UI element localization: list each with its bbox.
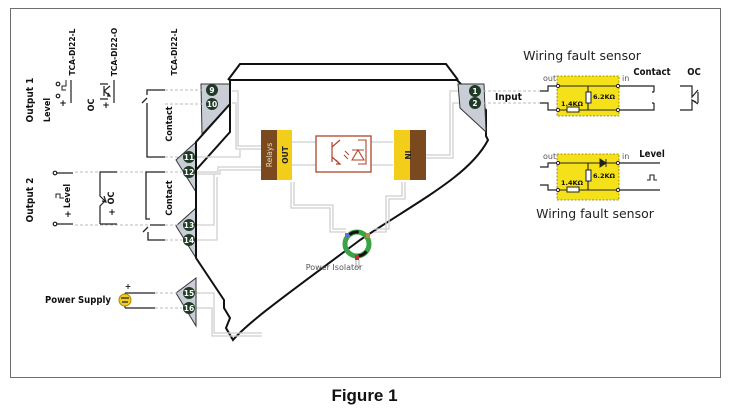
wiring-fault-sensor-bottom [540, 153, 660, 201]
figure-frame [10, 8, 721, 378]
figure-caption: Figure 1 [331, 386, 398, 405]
oc-symbol-output1 [100, 80, 115, 103]
contact-label-output1: Contact [165, 106, 175, 141]
relays-label: Relays [265, 143, 274, 168]
terminal-label: 10 [207, 100, 217, 109]
oc-label-output1: OC [87, 99, 97, 112]
terminal-label: 9 [209, 86, 214, 95]
optocoupler [315, 135, 372, 173]
terminal-label: 13 [184, 221, 194, 230]
terminal-13[interactable]: 13 [183, 219, 195, 231]
wiring-fault-sensor-top [540, 75, 699, 117]
power-supply-label: Power Supply [45, 295, 111, 306]
sensor-out-label-bottom: out [543, 152, 556, 161]
terminal-label: 14 [184, 236, 194, 245]
terminal-label: 12 [184, 168, 194, 177]
sensor-in-label-top: in [622, 74, 629, 83]
terminal-label: 16 [184, 304, 194, 313]
terminal-15[interactable]: 15 [183, 287, 195, 299]
level-label-output1: Level [43, 98, 53, 122]
in-block: IN [394, 130, 426, 180]
terminal-11[interactable]: 11 [183, 151, 195, 163]
terminal-label: 15 [184, 289, 194, 298]
resistor-parallel-label-bottom: 6.2KΩ [593, 172, 616, 180]
level-symbol-output2 [52, 170, 73, 227]
terminal-16[interactable]: 16 [183, 302, 195, 314]
oc-label-output2: OC [107, 192, 117, 205]
module-body [195, 63, 490, 342]
dashed-leads [75, 89, 202, 309]
model-label-oc: TCA-DI22-O [110, 28, 119, 76]
power-supply-symbol [118, 292, 155, 309]
plus-sign: + [102, 101, 110, 111]
sensor-in-label-bottom: in [622, 152, 629, 161]
out-label: OUT [281, 145, 290, 163]
input-dashed-leads [483, 90, 540, 104]
level-label-output2: Level [63, 184, 73, 208]
power-isolator-label: Power Isolator [306, 263, 363, 272]
in-label: IN [403, 150, 412, 159]
plus-sign: + [108, 208, 116, 218]
terminal-9[interactable]: 9 [206, 84, 218, 96]
output2-label: Output 2 [25, 178, 36, 223]
terminal-10[interactable]: 10 [206, 98, 218, 110]
sensor-title-bottom: Wiring fault sensor [536, 206, 655, 221]
terminal-2[interactable]: 2 [469, 97, 481, 109]
input-label: Input [495, 92, 523, 103]
sensor-out-label-top: out [543, 74, 556, 83]
sensor-title-top: Wiring fault sensor [523, 48, 642, 63]
terminal-12[interactable]: 12 [183, 166, 195, 178]
plus-sign: + [59, 99, 67, 109]
terminal-label: 2 [472, 99, 477, 108]
plus-sign: + [125, 282, 131, 291]
module-left-edge [195, 80, 231, 258]
resistor-parallel-label-top: 6.2KΩ [593, 93, 616, 101]
model-label-contact: TCA-DI22-L [170, 28, 179, 75]
plus-sign: + [64, 210, 72, 220]
level-label-right: Level [639, 149, 665, 160]
level-symbol-output1 [55, 80, 72, 103]
oc-label-right: OC [687, 67, 701, 78]
terminal-label: 1 [472, 87, 477, 96]
power-isolator: Power Isolator [306, 229, 372, 272]
resistor-series-label-top: 1.4KΩ [561, 100, 584, 108]
contact-switch-output1 [141, 89, 165, 158]
contact-switch-output2 [142, 171, 165, 241]
out-block: OUT [277, 130, 292, 180]
output1-label: Output 1 [25, 78, 36, 123]
relays-block: Relays [261, 130, 277, 180]
contact-label-output2: Contact [165, 180, 175, 215]
contact-label-right: Contact [633, 67, 670, 78]
model-label-level: TCA-DI22-L [68, 28, 77, 75]
terminal-14[interactable]: 14 [183, 234, 195, 246]
terminal-label: 11 [184, 153, 194, 162]
terminal-1[interactable]: 1 [469, 85, 481, 97]
resistor-series-label-bottom: 1.4KΩ [561, 179, 584, 187]
oc-symbol-output2 [99, 171, 117, 225]
